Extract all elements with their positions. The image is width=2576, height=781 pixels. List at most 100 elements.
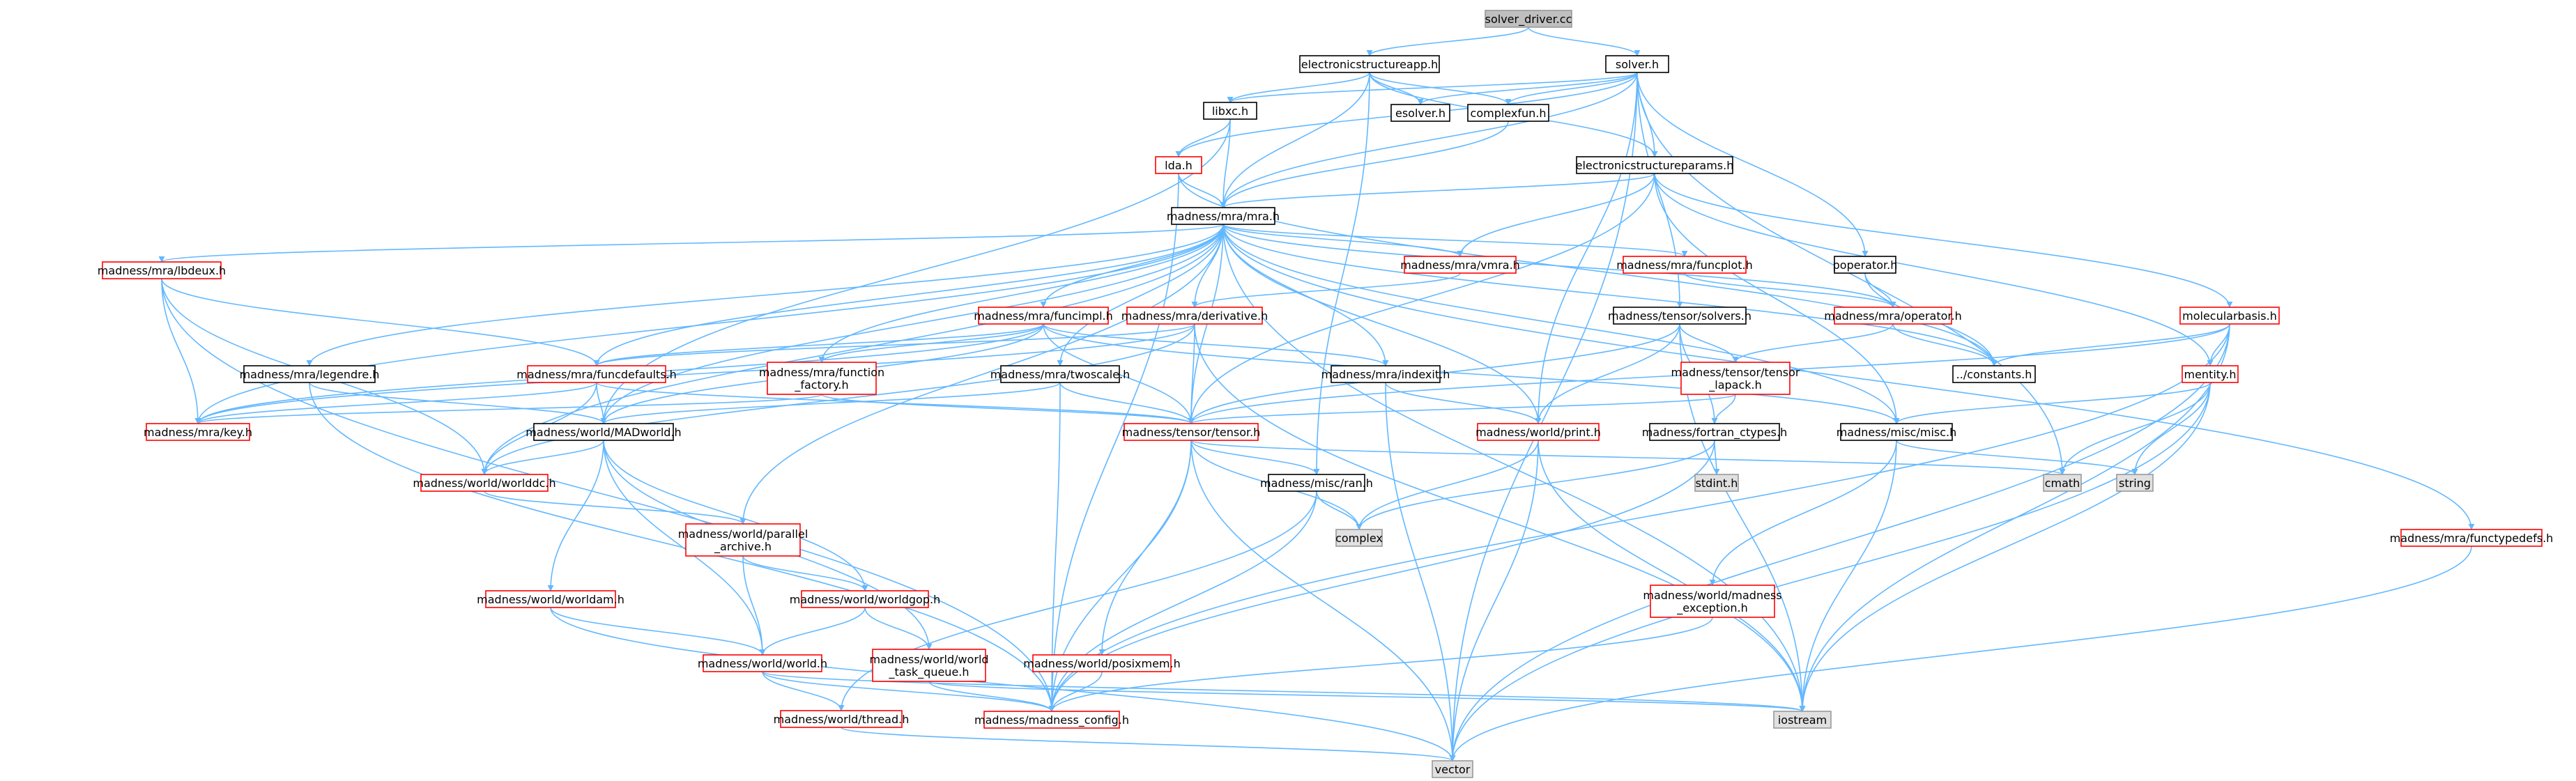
edge-worldgop-to-world <box>759 607 866 656</box>
edge-mentity-to-string <box>2131 382 2211 475</box>
node-iostream[interactable]: iostream <box>1773 711 1832 729</box>
edge-worldgop-to-wtq <box>864 607 933 650</box>
node-mentity[interactable]: mentity.h <box>2182 365 2239 383</box>
node-constants[interactable]: ../constants.h <box>1952 365 2036 383</box>
edge-mra-to-misc <box>1222 224 1900 424</box>
node-key[interactable]: madness/mra/key.h <box>144 423 252 441</box>
node-lbdeux[interactable]: madness/mra/lbdeux.h <box>98 261 226 279</box>
edge-mra-to-constants <box>1222 224 1998 366</box>
node-box <box>1331 365 1441 383</box>
node-libxc[interactable]: libxc.h <box>1203 102 1257 120</box>
node-thread[interactable]: madness/world/thread.h <box>774 710 910 728</box>
node-molbasis[interactable]: molecularbasis.h <box>2179 307 2280 325</box>
node-box <box>1840 423 1953 441</box>
node-box <box>872 649 986 682</box>
node-worlddam[interactable]: madness/world/worldam.h <box>477 590 624 608</box>
node-wtq[interactable]: madness/world/world_task_queue.h <box>869 649 989 682</box>
edge-derivative-to-key <box>194 323 1195 424</box>
node-twoscale[interactable]: madness/mra/twoscale.h <box>990 365 1130 383</box>
node-config[interactable]: madness/madness_config.h <box>974 711 1129 729</box>
node-box <box>767 362 877 395</box>
node-box <box>1299 55 1440 73</box>
node-box <box>420 474 549 492</box>
node-indexit[interactable]: madness/mra/indexit.h <box>1321 365 1450 383</box>
node-stdint[interactable]: stdint.h <box>1694 474 1739 492</box>
node-esolver[interactable]: esolver.h <box>1390 104 1450 122</box>
node-label: _archive.h <box>714 540 772 554</box>
node-label: madness/madness_config.h <box>974 713 1129 727</box>
edge-operator-to-constants <box>1892 323 1998 366</box>
node-operator[interactable]: madness/mra/operator.h <box>1824 307 1962 325</box>
node-box <box>533 423 674 441</box>
edge-mra-to-print <box>1222 224 1542 424</box>
node-label: madness/world/thread.h <box>774 713 910 726</box>
node-funcdefaults[interactable]: madness/mra/funcdefaults.h <box>516 365 677 383</box>
node-label: madness/mra/mra.h <box>1167 210 1280 223</box>
node-worlddc[interactable]: madness/world/worlddc.h <box>413 474 556 492</box>
node-label: electronicstructureparams.h <box>1576 159 1734 172</box>
node-funcimpl[interactable]: madness/mra/funcimpl.h <box>974 307 1113 325</box>
node-box <box>1404 256 1517 274</box>
node-box <box>1203 102 1257 120</box>
node-worldgop[interactable]: madness/world/worldgop.h <box>790 590 940 608</box>
node-poperator[interactable]: poperator.h <box>1833 256 1898 274</box>
node-string[interactable]: string <box>2116 474 2154 492</box>
node-legendre[interactable]: madness/mra/legendre.h <box>240 365 380 383</box>
node-label: madness/mra/legendre.h <box>240 368 380 381</box>
node-esapp[interactable]: electronicstructureapp.h <box>1299 55 1440 73</box>
edge-worlddam-to-world <box>550 607 766 656</box>
edge-funcimpl-to-funcdefaults <box>593 323 1044 366</box>
node-root[interactable]: solver_driver.cc <box>1485 10 1572 28</box>
node-print[interactable]: madness/world/print.h <box>1475 423 1601 441</box>
node-label: madness/tensor/tensor <box>1671 366 1800 379</box>
node-tlapack[interactable]: madness/tensor/tensor_lapack.h <box>1671 362 1800 395</box>
edge-mra-to-parallel <box>739 224 1224 525</box>
node-world[interactable]: madness/world/world.h <box>698 654 827 672</box>
node-box <box>685 523 801 557</box>
edge-mra-to-legendre <box>306 224 1224 366</box>
node-box <box>1680 362 1791 395</box>
node-lda[interactable]: lda.h <box>1155 156 1202 174</box>
node-box <box>243 365 376 383</box>
node-madexc[interactable]: madness/world/madness_exception.h <box>1643 585 1782 618</box>
node-funcfactory[interactable]: madness/mra/function_factory.h <box>759 362 884 395</box>
node-solver[interactable]: solver.h <box>1605 55 1669 73</box>
node-cmath[interactable]: cmath <box>2043 474 2082 492</box>
node-functypedefs[interactable]: madness/mra/functypedefs.h <box>2390 529 2554 547</box>
edge-indexit-to-vector <box>1385 382 1456 761</box>
node-label: vector <box>1435 763 1471 776</box>
node-derivative[interactable]: madness/mra/derivative.h <box>1121 307 1268 325</box>
node-mra[interactable]: madness/mra/mra.h <box>1167 207 1280 225</box>
node-tensor[interactable]: madness/tensor/tensor.h <box>1122 423 1261 441</box>
edge-worlddam-to-vector <box>550 607 1456 761</box>
edge-solvers-to-tlapack <box>1679 323 1739 363</box>
node-ran[interactable]: madness/misc/ran.h <box>1260 474 1373 492</box>
node-box <box>801 590 929 608</box>
node-label: lda.h <box>1165 159 1193 172</box>
node-complex[interactable]: complex <box>1335 529 1383 547</box>
node-posixmem[interactable]: madness/world/posixmem.h <box>1023 654 1181 672</box>
edge-root-to-esapp <box>1366 26 1529 56</box>
node-solvers[interactable]: madness/tensor/solvers.h <box>1608 307 1751 325</box>
node-label: madness/world/MADworld.h <box>526 426 681 439</box>
node-vmra[interactable]: madness/mra/vmra.h <box>1400 256 1520 274</box>
node-label: electronicstructureapp.h <box>1301 58 1439 71</box>
node-misc[interactable]: madness/misc/misc.h <box>1837 423 1957 441</box>
edge-thread-to-vector <box>841 727 1456 761</box>
node-fctypes[interactable]: madness/fortran_ctypes.h <box>1642 423 1788 441</box>
node-label: ../constants.h <box>1956 368 2032 381</box>
node-label: _task_queue.h <box>888 665 969 679</box>
node-funcplot[interactable]: madness/mra/funcplot.h <box>1616 256 1753 274</box>
node-vector[interactable]: vector <box>1432 760 1473 778</box>
node-label: madness/mra/funcplot.h <box>1616 258 1753 272</box>
edge-legendre-to-madworld <box>309 382 607 424</box>
node-label: madness/world/worldam.h <box>477 593 624 606</box>
node-box <box>1467 104 1549 122</box>
edge-mra-to-vmra <box>1222 224 1464 257</box>
node-esparams[interactable]: electronicstructureparams.h <box>1576 156 1734 174</box>
node-parallel[interactable]: madness/world/parallel_archive.h <box>678 523 808 557</box>
node-box <box>2179 307 2280 325</box>
edge-esparams-to-misc <box>1654 173 1900 424</box>
node-madworld[interactable]: madness/world/MADworld.h <box>526 423 682 441</box>
node-complexfun[interactable]: complexfun.h <box>1467 104 1549 122</box>
